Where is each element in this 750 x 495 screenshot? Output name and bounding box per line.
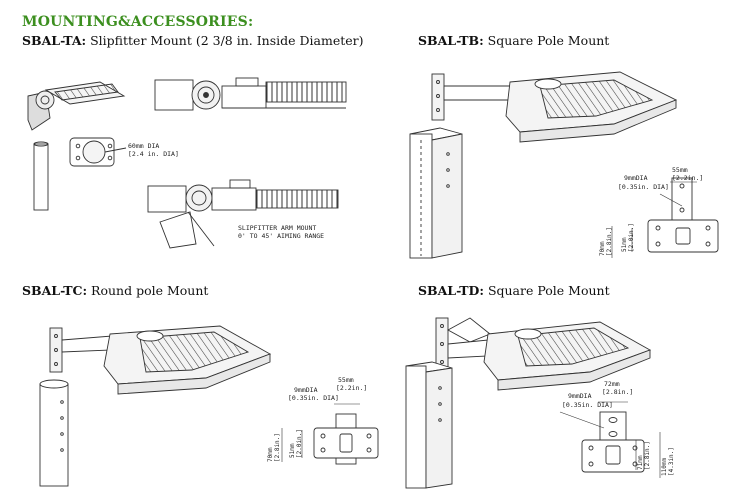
- tc-h2-mm: 51mm: [289, 443, 296, 458]
- td-h1-mm: 71mm: [637, 455, 644, 470]
- caption-sbal-tb: SBAL-TB: Square Pole Mount: [418, 33, 609, 48]
- caption-desc: Round pole Mount: [87, 283, 209, 298]
- tc-bracket-dim: 9mmDIA [0.35in. DIA] 55mm [2.2in.] 70mm …: [267, 376, 379, 465]
- ta-arm-label: SLIPFITTER ARM MOUNT: [238, 224, 316, 232]
- tb-h1-in: [2.8in.]: [606, 227, 613, 256]
- tb-hole-mm: 9mmDIA: [624, 174, 648, 182]
- tb-fixture-iso: [431, 71, 678, 143]
- tb-width-in: [2.2in.]: [672, 174, 703, 182]
- td-h2-in: [4.3in.]: [668, 447, 675, 476]
- page-heading: MOUNTING&ACCESSORIES:: [22, 14, 254, 30]
- td-width-mm: 72mm: [604, 380, 620, 388]
- tb-square-pole: [409, 127, 463, 259]
- tc-hole-in: [0.35in. DIA]: [288, 394, 339, 402]
- ta-dia-mm: 60mm DIA: [128, 142, 159, 150]
- caption-sbal-tc: SBAL-TC: Round pole Mount: [22, 283, 208, 298]
- caption-code: SBAL-TD:: [418, 283, 484, 298]
- ta-dia-in: [2.4 in. DIA]: [128, 150, 179, 158]
- td-hole-mm: 9mmDIA: [568, 392, 592, 400]
- tb-width-mm: 55mm: [672, 166, 688, 174]
- caption-sbal-ta: SBAL-TA: Slipfitter Mount (2 3/8 in. Ins…: [22, 33, 363, 48]
- tc-hole-mm: 9mmDIA: [294, 386, 318, 394]
- tb-bracket-dim: 9mmDIA [0.35in. DIA] 55mm [2.2in.] 70mm …: [599, 166, 719, 258]
- tc-round-pole: [39, 379, 69, 487]
- td-bracket-dim: 9mmDIA [0.35in. DIA] 72mm [2.8in.] 71mm …: [559, 380, 675, 478]
- ta-knuckle-iso: [27, 81, 126, 131]
- td-hole-in: [0.35in. DIA]: [562, 401, 613, 409]
- caption-desc: Square Pole Mount: [483, 283, 610, 298]
- caption-desc: Square Pole Mount: [483, 33, 610, 48]
- ta-side-view: [154, 77, 347, 111]
- caption-code: SBAL-TB:: [418, 33, 484, 48]
- caption-code: SBAL-TA:: [22, 33, 87, 48]
- td-width-in: [2.8in.]: [602, 388, 633, 396]
- td-h2-mm: 110mm: [661, 458, 668, 476]
- tb-h1-mm: 70mm: [599, 241, 606, 256]
- td-h1-in: [2.8in.]: [644, 441, 651, 470]
- ta-aiming-label: 0' TO 45' AIMING RANGE: [238, 232, 324, 240]
- tb-hole-in: [0.35in. DIA]: [618, 183, 669, 191]
- td-fixture-iso: [435, 317, 652, 391]
- ta-pole: [33, 141, 49, 211]
- tc-width-mm: 55mm: [338, 376, 354, 384]
- tc-width-in: [2.2in.]: [336, 384, 367, 392]
- ta-aiming-view: [147, 179, 339, 249]
- tc-h1-in: [2.8in.]: [274, 433, 281, 462]
- tb-h2-mm: 51mm: [621, 237, 628, 252]
- tb-h2-in: [2.0in.]: [628, 223, 635, 252]
- tc-h2-in: [2.0in.]: [296, 429, 303, 458]
- ta-slipfitter-front: [69, 137, 127, 167]
- tc-h1-mm: 70mm: [267, 447, 274, 462]
- caption-code: SBAL-TC:: [22, 283, 88, 298]
- td-square-pole: [405, 361, 453, 489]
- tc-fixture-iso: [49, 325, 272, 395]
- caption-desc: Slipfitter Mount (2 3/8 in. Inside Diame…: [86, 33, 364, 48]
- caption-sbal-td: SBAL-TD: Square Pole Mount: [418, 283, 610, 298]
